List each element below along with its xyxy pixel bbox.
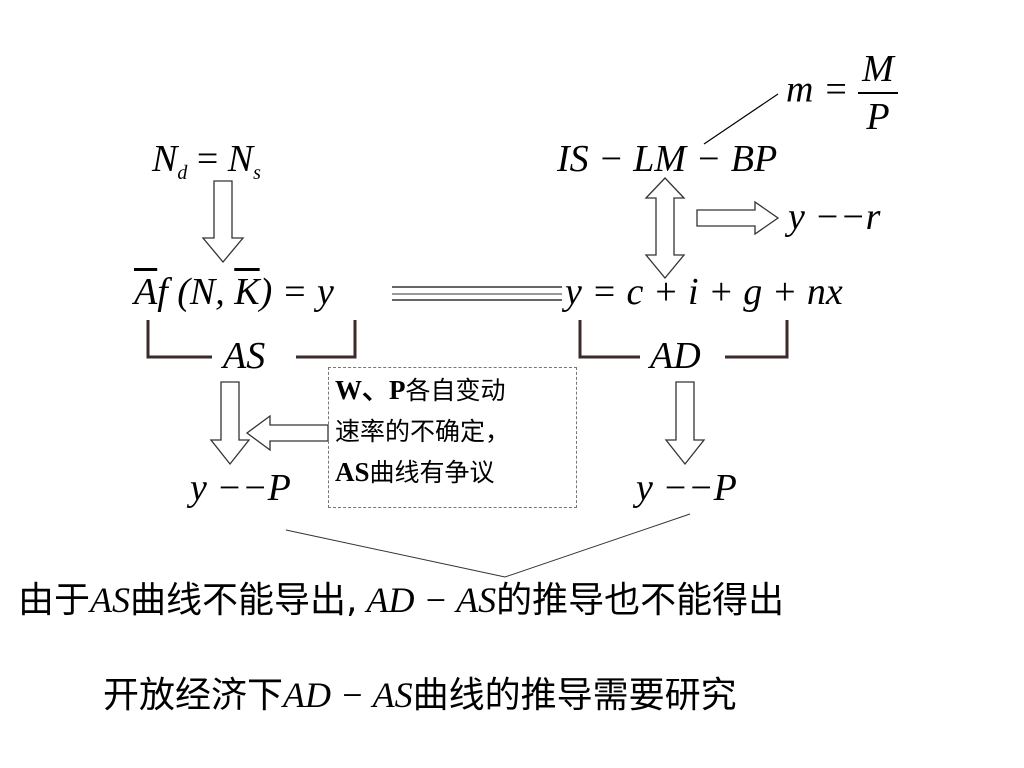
conclusion1-part3: 的推导也不能得出	[496, 580, 785, 621]
money-fraction: M P	[858, 50, 898, 136]
prod-a: A	[134, 271, 158, 313]
fraction-bar	[858, 92, 898, 94]
down-arrow-ad	[664, 381, 706, 466]
note-line-1: W、P各自变动	[335, 370, 570, 411]
converge-line-right	[504, 513, 691, 578]
prod-end: ) = y	[259, 271, 334, 313]
labor-d-sub: d	[177, 162, 188, 184]
conclusion2-part1: 开放经济下	[103, 675, 284, 716]
prod-f: f (N,	[157, 271, 235, 313]
note-line-3-rest: 曲线有争议	[369, 458, 495, 487]
note-line-3: AS曲线有争议	[335, 452, 570, 493]
money-connector-line	[703, 93, 779, 145]
production-function: Af (N, K) = y	[134, 273, 334, 311]
note-line-3-bold: AS	[335, 457, 370, 487]
double-arrow-islm	[644, 177, 686, 280]
as-controversy-note: W、P各自变动 速率的不确定， AS曲线有争议	[328, 367, 577, 508]
money-formula: m = M P	[786, 50, 898, 136]
conclusion1-math1: AS	[90, 580, 131, 620]
conclusion1-math2: AD − AS	[357, 580, 497, 620]
conclusion2-part2: 曲线的推导需要研究	[412, 675, 737, 716]
money-denominator: P	[866, 96, 890, 138]
ad-bracket-left	[578, 320, 640, 359]
left-arrow-note	[245, 414, 329, 452]
conclusion2-math1: AD − AS	[283, 675, 413, 715]
y-p-left: y −−P	[190, 467, 291, 509]
conclusion-open-economy: 开放经济下AD − AS曲线的推导需要研究	[103, 677, 737, 714]
note-line-1-rest: 各自变动	[405, 376, 506, 405]
prod-k: K	[234, 271, 260, 313]
money-lhs: m =	[786, 68, 849, 111]
down-arrow-as	[209, 381, 251, 466]
expenditure-identity: y = c + i + g + nx	[565, 271, 843, 313]
conclusion1-part2: 曲线不能导出,	[130, 580, 358, 621]
note-line-2: 速率的不确定，	[335, 417, 511, 446]
ad-label: AD	[650, 335, 701, 377]
islmbp-formula: IS − LM − BP	[557, 138, 778, 180]
right-arrow-yr	[696, 200, 780, 236]
as-bracket-left	[146, 320, 212, 359]
conclusion1-part1: 由于	[18, 580, 91, 621]
labor-eq: =	[187, 138, 228, 180]
ad-bracket-right	[725, 320, 789, 359]
down-arrow-labor	[201, 180, 245, 264]
labor-s-sub: s	[253, 162, 261, 184]
conclusion-as-ad: 由于AS曲线不能导出, AD − AS的推导也不能得出	[18, 582, 784, 619]
as-label: AS	[223, 335, 266, 377]
y-r-formula: y −−r	[788, 196, 881, 238]
labor-market-formula: Nd = Ns	[152, 140, 261, 183]
y-p-right: y −−P	[636, 467, 737, 509]
money-numerator: M	[862, 48, 894, 90]
labor-n2: N	[227, 138, 254, 180]
as-bracket-right	[296, 320, 357, 359]
labor-n: N	[152, 138, 178, 180]
converge-line-left	[285, 529, 506, 578]
note-line-1-bold: W、P	[335, 375, 406, 405]
